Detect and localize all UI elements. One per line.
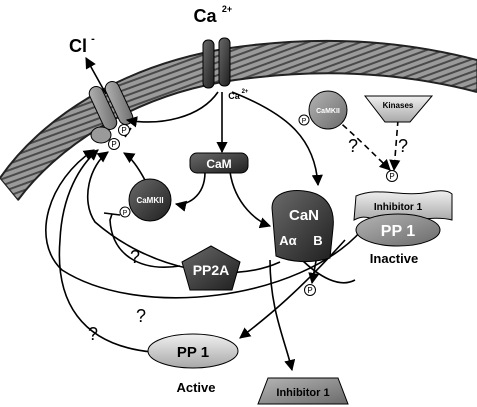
inactive-complex: Inhibitor 1 PP 1 [353,190,453,247]
phospho-camkii-right: P [298,114,310,126]
phospho-released: P [304,284,316,296]
svg-text:2+: 2+ [242,89,249,95]
pp2a-node: PP2A [181,245,241,291]
question-mark-4: ? [136,306,146,326]
question-mark-5: ? [88,324,98,344]
active-label: Active [176,380,215,395]
svg-text:Aα: Aα [279,233,296,248]
svg-text:P: P [123,210,128,217]
ca-small-label: Ca 2+ [228,89,249,101]
pp1-active-node: PP 1 [147,333,239,369]
phospho-cl-1: P [118,124,130,136]
phospho-inhibitor: P [386,170,398,182]
svg-text:P: P [121,126,126,135]
calcium-channel [202,37,231,89]
question-mark-2: ? [348,136,358,156]
camkii-left-node: CaMKII [128,178,172,222]
svg-text:CaMKII: CaMKII [316,108,340,115]
svg-text:Ca: Ca [228,91,240,101]
cam-node: CaM [189,152,249,174]
svg-text:P: P [111,140,116,149]
svg-text:PP2A: PP2A [193,262,230,278]
svg-text:2+: 2+ [222,4,232,14]
svg-text:Ca: Ca [193,6,217,26]
svg-text:PP 1: PP 1 [381,223,416,240]
inhibitor1-free-node: Inhibitor 1 [257,377,349,405]
svg-text:Cl: Cl [69,36,87,56]
inactive-label: Inactive [370,251,418,266]
cl-label: Cl - [69,33,95,56]
svg-text:Inhibitor 1: Inhibitor 1 [374,202,423,213]
phosphate-groups: P P P P P P [108,114,398,296]
chloride-channel [88,80,134,144]
svg-text:PP 1: PP 1 [177,344,209,361]
svg-text:Inhibitor 1: Inhibitor 1 [276,387,329,399]
svg-text:Kinases: Kinases [383,101,414,110]
svg-text:CaMKII: CaMKII [136,196,163,205]
ca-main-label: Ca 2+ [193,4,232,26]
kinases-node: Kinases [363,95,434,123]
phospho-camkii-left: P [119,206,131,218]
svg-text:-: - [91,33,95,45]
svg-text:CaM: CaM [206,157,231,171]
svg-text:P: P [307,286,312,295]
question-mark-3: ? [398,136,408,156]
camkii-right-node: CaMKII [308,90,348,130]
svg-text:CaN: CaN [289,207,319,224]
svg-text:P: P [389,172,394,181]
svg-text:B: B [313,233,322,248]
question-mark-1: ? [130,247,140,267]
svg-text:P: P [302,118,307,125]
can-node: CaN Aα B [271,190,334,263]
phospho-cl-2: P [108,138,120,150]
